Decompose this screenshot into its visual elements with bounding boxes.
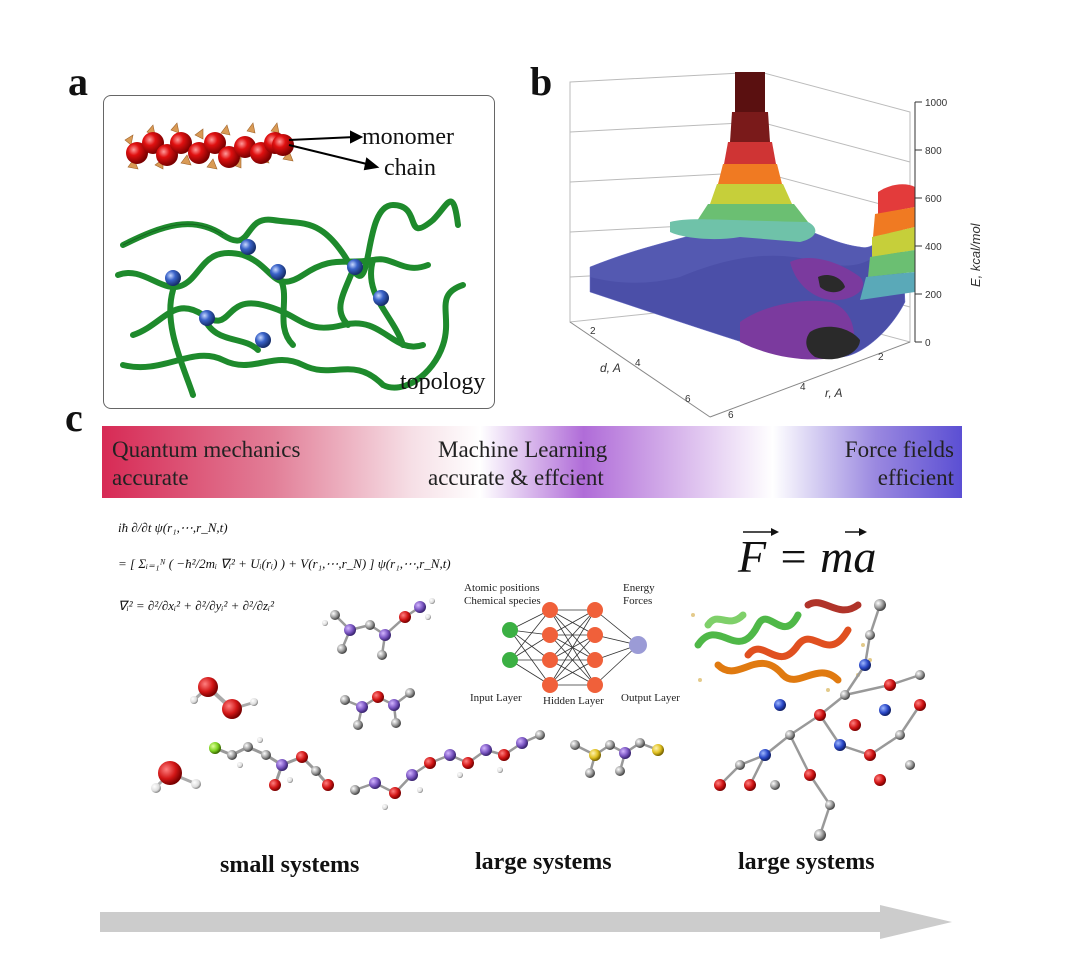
output-node xyxy=(629,636,647,654)
system-label-large-ff: large systems xyxy=(738,849,875,875)
schrodinger-eq-line1: iħ ∂/∂t ψ(r₁,⋯,r_N,t) xyxy=(118,520,228,535)
label-arrows xyxy=(288,130,380,171)
x-tick-4: 4 xyxy=(635,358,641,369)
molecule-images xyxy=(151,598,926,841)
panel-a-letter: a xyxy=(68,59,88,104)
nn-hidden-layer-label: Hidden Layer xyxy=(543,695,604,707)
z-tick-200: 200 xyxy=(925,290,942,301)
ml-subtitle: accurate & effcient xyxy=(428,465,604,490)
ionic-molecule-top xyxy=(322,598,435,660)
z-tick-1000: 1000 xyxy=(925,98,948,109)
energy-surface-plot: 0 200 400 600 800 1000 E, kcal/mol 2 4 6… xyxy=(569,72,983,421)
panel-c-letter: c xyxy=(65,395,83,440)
z-tick-800: 800 xyxy=(925,146,942,157)
nn-output-title-2: Forces xyxy=(623,595,653,607)
system-label-large-ml: large systems xyxy=(475,849,612,875)
nn-output-title-1: Energy xyxy=(623,582,655,594)
hidden-node xyxy=(542,627,558,643)
nn-output-layer-label: Output Layer xyxy=(621,692,680,704)
monomer-chain xyxy=(124,122,294,170)
protein-ribbon-image xyxy=(691,599,872,692)
y-tick-2: 2 xyxy=(878,352,884,363)
nn-input-title-2: Chemical species xyxy=(464,595,541,607)
crosslink-nodes xyxy=(165,239,389,348)
small-chain-molecule xyxy=(209,737,334,791)
hidden-node xyxy=(542,602,558,618)
z-axis-label: E, kcal/mol xyxy=(968,222,983,287)
panel-b-letter: b xyxy=(530,59,553,104)
sulfur-molecule xyxy=(570,738,664,778)
water-molecule xyxy=(151,761,201,793)
ml-title: Machine Learning xyxy=(438,437,608,462)
z-tick-600: 600 xyxy=(925,194,942,205)
system-label-small: small systems xyxy=(220,852,360,878)
z-tick-400: 400 xyxy=(925,242,942,253)
ionic-molecule-chain xyxy=(350,730,545,810)
hidden-node xyxy=(542,652,558,668)
ff-title: Force fields xyxy=(844,437,954,462)
nn-input-title-1: Atomic positions xyxy=(464,582,540,594)
chain-label: chain xyxy=(384,155,436,181)
laplacian-eq: ∇ᵢ² = ∂²/∂xᵢ² + ∂²/∂yᵢ² + ∂²/∂zᵢ² xyxy=(118,598,274,613)
scale-arrow xyxy=(100,905,952,939)
neural-network-diagram xyxy=(502,602,647,693)
hidden-node xyxy=(587,627,603,643)
qm-subtitle: accurate xyxy=(112,465,189,490)
y-tick-4: 4 xyxy=(800,382,806,393)
x-tick-2: 2 xyxy=(590,326,596,337)
peroxide-molecule xyxy=(190,677,258,719)
y-tick-6: 6 xyxy=(728,410,734,421)
x-axis-label: d, A xyxy=(600,361,621,375)
hidden-node xyxy=(587,602,603,618)
newton-arrows xyxy=(743,528,867,536)
y-axis-label: r, A xyxy=(825,386,843,400)
panel-a-illustration xyxy=(115,122,466,398)
method-spectrum-banner: Quantum mechanics accurate Machine Learn… xyxy=(102,426,962,498)
input-node xyxy=(502,622,518,638)
hidden-node xyxy=(542,677,558,693)
hidden-node xyxy=(587,677,603,693)
ionic-molecule-mid xyxy=(340,688,415,730)
topology-label: topology xyxy=(400,369,486,395)
qm-title: Quantum mechanics xyxy=(112,437,301,462)
newton-equation: F = ma xyxy=(738,531,877,582)
schrodinger-eq-line2: = [ Σᵢ₌₁ᴺ ( −ħ²/2mᵢ ∇ᵢ² + Uᵢ(rᵢ) ) + V(r… xyxy=(118,556,451,571)
z-tick-0: 0 xyxy=(925,338,931,349)
hidden-node xyxy=(587,652,603,668)
nn-input-layer-label: Input Layer xyxy=(470,692,522,704)
x-tick-6: 6 xyxy=(685,394,691,405)
peptide-molecule xyxy=(714,599,926,841)
input-node xyxy=(502,652,518,668)
monomer-label: monomer xyxy=(362,124,454,150)
polymer-network xyxy=(115,198,466,398)
ff-subtitle: efficient xyxy=(877,465,954,490)
